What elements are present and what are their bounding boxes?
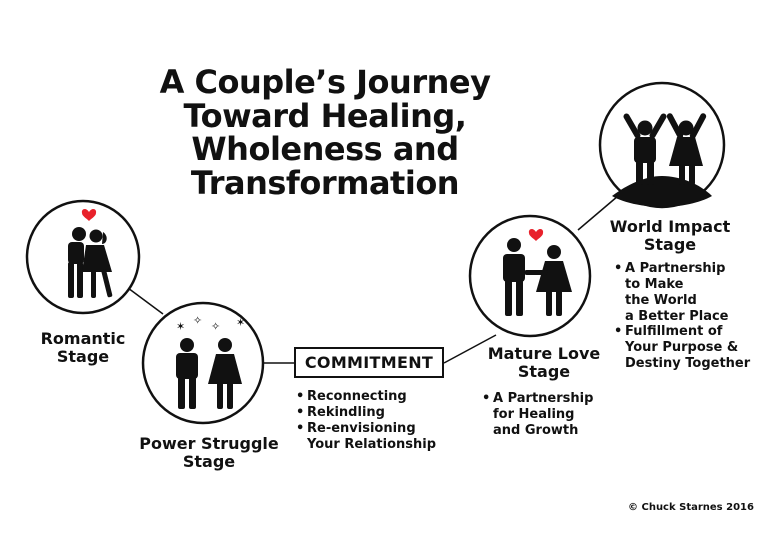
world-impact-stage-label-line-2: Stage [643,235,697,255]
world-impact-bullet: Fulfillment of [614,324,750,340]
svg-text:✧: ✧ [193,314,202,327]
world-impact-bullet-continuation: to Make [614,277,750,293]
mature-love-bullet-continuation: and Growth [482,423,593,439]
diagram-title: A Couple’s Journey Toward Healing, Whole… [100,63,550,202]
connector-commitment-mature [443,334,497,364]
commitment-box: COMMITMENT [294,347,444,378]
arguing-couple-icon: ✶ ✧ ✧ ✶ [176,314,245,409]
copyright-notice: © Chuck Starnes 2016 [628,502,754,513]
connector-mature-world [577,195,619,231]
commitment-bullet-text: Your Relationship [307,436,437,452]
commitment-bullets: Reconnecting Rekindling Re-envisioning Y… [296,389,436,452]
world-impact-bullet-continuation: the World [614,293,750,309]
svg-text:✶: ✶ [236,316,245,329]
world-impact-bullet-continuation: a Better Place [614,309,750,325]
title-line-4: Transformation [190,163,460,202]
romantic-stage-label-line-2: Stage [56,347,110,367]
power-struggle-stage-label-line-2: Stage [182,452,236,472]
world-impact-bullet-continuation: Destiny Together [614,356,750,372]
world-impact-bullet: A Partnership [614,261,750,277]
mature-love-bullet-text: and Growth [493,422,579,438]
mature-love-stage-label-line-2: Stage [517,362,571,382]
commitment-bullet: Rekindling [296,405,436,421]
world-impact-bullet-text: the World [625,292,697,308]
world-impact-bullet-text: a Better Place [625,308,729,324]
title-line-3: Wholeness and [191,130,459,169]
heart-icon [81,209,97,221]
world-impact-stage-label-line-1: World Impact [609,217,731,236]
mature-love-stage-label: Mature Love Stage [474,344,614,382]
mature-love-bullets: A Partnership for Healing and Growth [482,391,593,439]
svg-text:✧: ✧ [211,320,220,333]
world-impact-bullet-text: Your Purpose & [625,340,739,356]
heart-icon [528,229,544,241]
world-impact-bullet-text: to Make [625,276,684,292]
mature-love-bullet-continuation: for Healing [482,407,593,423]
romantic-stage-label-line-1: Romantic [40,329,126,348]
power-struggle-stage-label: Power Struggle Stage [134,434,284,472]
world-impact-bullets: A Partnership to Make the World a Better… [614,261,750,372]
commitment-bullet: Re-envisioning [296,421,436,437]
mature-love-bullet-text: for Healing [493,406,575,422]
commitment-bullet-continuation: Your Relationship [296,437,436,453]
connector-romantic-power [127,287,164,315]
svg-text:✶: ✶ [176,320,185,333]
power-struggle-stage-label-line-1: Power Struggle [139,434,279,453]
world-impact-bullet-text: Destiny Together [625,356,751,372]
holding-hands-couple-icon [503,229,572,316]
kissing-couple-icon [68,209,113,298]
mature-love-stage-label-line-1: Mature Love [487,344,601,363]
title-line-1: A Couple’s Journey [159,63,491,101]
romantic-stage-label: Romantic Stage [28,329,138,367]
mature-love-bullet: A Partnership [482,391,593,407]
title-line-2: Toward Healing, [183,96,467,135]
commitment-bullet: Reconnecting [296,389,436,405]
world-impact-bullet-continuation: Your Purpose & [614,340,750,356]
celebrating-couple-icon [612,113,712,207]
world-impact-stage-label: World Impact Stage [600,217,740,255]
